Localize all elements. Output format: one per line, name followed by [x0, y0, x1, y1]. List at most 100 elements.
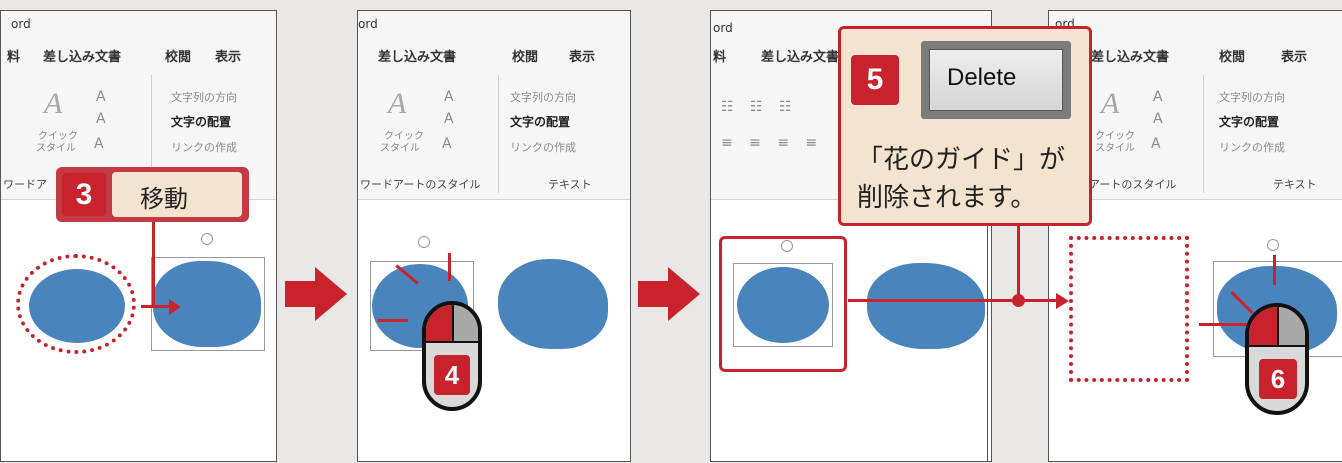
ribbon [358, 11, 630, 200]
divider [498, 75, 499, 193]
group-label-wordart: アートのスタイル [1089, 178, 1177, 191]
panel-step-6: ord 差し込み文書 校閲 表示 A クイック スタイル A A A 文字列の方… [1048, 10, 1342, 462]
text-direction-button[interactable]: 文字列の方向 [171, 91, 237, 104]
text-direction-button[interactable]: 文字列の方向 [510, 91, 576, 104]
delete-key-label: Delete [947, 64, 1017, 91]
tab-mailings[interactable]: 差し込み文書 [761, 50, 840, 65]
tab-mailings[interactable]: 差し込み文書 [378, 50, 457, 65]
text-align-button[interactable]: 文字の配置 [1219, 115, 1280, 129]
app-title: ord [713, 21, 733, 35]
move-cursor-line-c [1199, 323, 1251, 326]
tab-review[interactable]: 校閲 [512, 50, 539, 65]
create-link-button[interactable]: リンクの作成 [171, 141, 237, 154]
ribbon [1049, 11, 1342, 200]
tab-review[interactable]: 校閲 [165, 50, 192, 65]
quick-label: クイック [384, 131, 424, 142]
delete-connector-head [1056, 293, 1069, 309]
deleted-placeholder [1069, 236, 1189, 382]
text-effects-icon[interactable]: A [442, 136, 452, 152]
text-direction-button[interactable]: 文字列の方向 [1219, 91, 1285, 104]
step5-number: 5 [851, 55, 899, 105]
group-label-text: テキスト [548, 178, 592, 191]
divider [151, 75, 152, 193]
quick-style-button[interactable]: A クイック スタイル [380, 87, 428, 157]
selection-dotted-oval [16, 254, 136, 354]
text-align-button[interactable]: 文字の配置 [171, 115, 232, 129]
panel-step-4: ord 差し込み文書 校閲 表示 A クイック スタイル A A A 文字列の方… [357, 10, 631, 462]
rotate-handle[interactable] [201, 233, 213, 245]
list-buttons-row[interactable]: ☷ ☷ ☷ [721, 99, 798, 115]
align-buttons-row[interactable]: ≡ ≡ ≡ ≡ [721, 135, 824, 151]
move-cursor-line-b [448, 253, 451, 281]
panel-step-3: ord 料 差し込み文書 校閲 表示 A クイック スタイル A A A 文字列… [0, 10, 277, 462]
wordart-a-icon: A [44, 87, 63, 120]
move-arrow-head [169, 299, 181, 315]
rotate-handle[interactable] [781, 240, 793, 252]
group-label-wordart: ワードアートのスタイル [360, 178, 481, 191]
tab-view[interactable]: 表示 [1281, 50, 1308, 65]
move-arrow [141, 305, 171, 308]
step5-text-line2: 削除されます。 [857, 183, 1037, 213]
wordart-a-icon: A [388, 87, 407, 120]
text-fill-icon[interactable]: A [96, 89, 106, 105]
mouse-left-button [1249, 307, 1279, 347]
step3-number: 3 [62, 173, 106, 216]
app-title: ord [11, 17, 31, 31]
quick-label: クイック [1095, 131, 1135, 142]
mouse-icon: 4 [422, 301, 482, 411]
tab-review[interactable]: 校閲 [1219, 50, 1246, 65]
group-label-text: テキスト [1273, 178, 1317, 191]
text-outline-icon[interactable]: A [444, 111, 454, 127]
style-label: スタイル [380, 143, 420, 154]
mouse-right-button [1279, 307, 1305, 347]
tab-view[interactable]: 表示 [215, 50, 242, 65]
mouse-left-button [426, 305, 454, 343]
delete-connector-vertical [1017, 210, 1020, 302]
tab-mailings[interactable]: 差し込み文書 [43, 50, 122, 65]
vertical-rule [987, 199, 988, 461]
wordart-a-icon: A [1101, 87, 1120, 120]
next-arrow [285, 267, 347, 321]
divider [1203, 75, 1204, 193]
tab-view[interactable]: 表示 [569, 50, 596, 65]
mouse-icon: 6 [1245, 303, 1309, 415]
create-link-button[interactable]: リンクの作成 [510, 141, 576, 154]
rotate-handle[interactable] [1267, 239, 1279, 251]
flower-shape [867, 263, 985, 349]
quick-label: クイック [38, 131, 78, 142]
quick-style-button[interactable]: A クイック スタイル [36, 87, 84, 157]
flower-shape [498, 259, 608, 349]
step5-callout: 5 Delete 「花のガイド」が 削除されます。 [838, 26, 1092, 226]
delete-connector [848, 299, 1058, 302]
text-outline-icon[interactable]: A [1153, 111, 1163, 127]
step6-number: 6 [1259, 359, 1297, 399]
text-fill-icon[interactable]: A [1153, 89, 1163, 105]
oval-shape [737, 267, 829, 343]
delete-key: Delete [921, 41, 1071, 119]
step3-label: 移動 [140, 185, 188, 213]
tab-mailings[interactable]: 差し込み文書 [1091, 50, 1170, 65]
text-outline-icon[interactable]: A [96, 111, 106, 127]
selection-box [151, 257, 265, 351]
move-cursor-line-c [378, 319, 408, 322]
rotate-handle[interactable] [418, 236, 430, 248]
style-label: スタイル [1095, 143, 1135, 154]
group-label-wordart: ワードア [3, 178, 47, 191]
create-link-button[interactable]: リンクの作成 [1219, 141, 1285, 154]
tab-references-partial[interactable]: 料 [7, 50, 21, 65]
tab-references-partial[interactable]: 料 [713, 50, 727, 65]
step5-text-line1: 「花のガイド」が [857, 145, 1066, 175]
selection-box [733, 263, 833, 347]
style-label: スタイル [36, 143, 76, 154]
delete-key-face [929, 49, 1063, 111]
quick-style-button[interactable]: A クイック スタイル [1095, 87, 1143, 157]
app-title: ord [358, 17, 378, 31]
step3-callout: 3 移動 [56, 167, 249, 222]
text-effects-icon[interactable]: A [1151, 136, 1161, 152]
text-effects-icon[interactable]: A [94, 136, 104, 152]
step3-label-box [112, 172, 242, 217]
highlight-frame [719, 236, 847, 372]
text-fill-icon[interactable]: A [444, 89, 454, 105]
text-align-button[interactable]: 文字の配置 [510, 115, 571, 129]
connector-dot [1012, 294, 1025, 307]
